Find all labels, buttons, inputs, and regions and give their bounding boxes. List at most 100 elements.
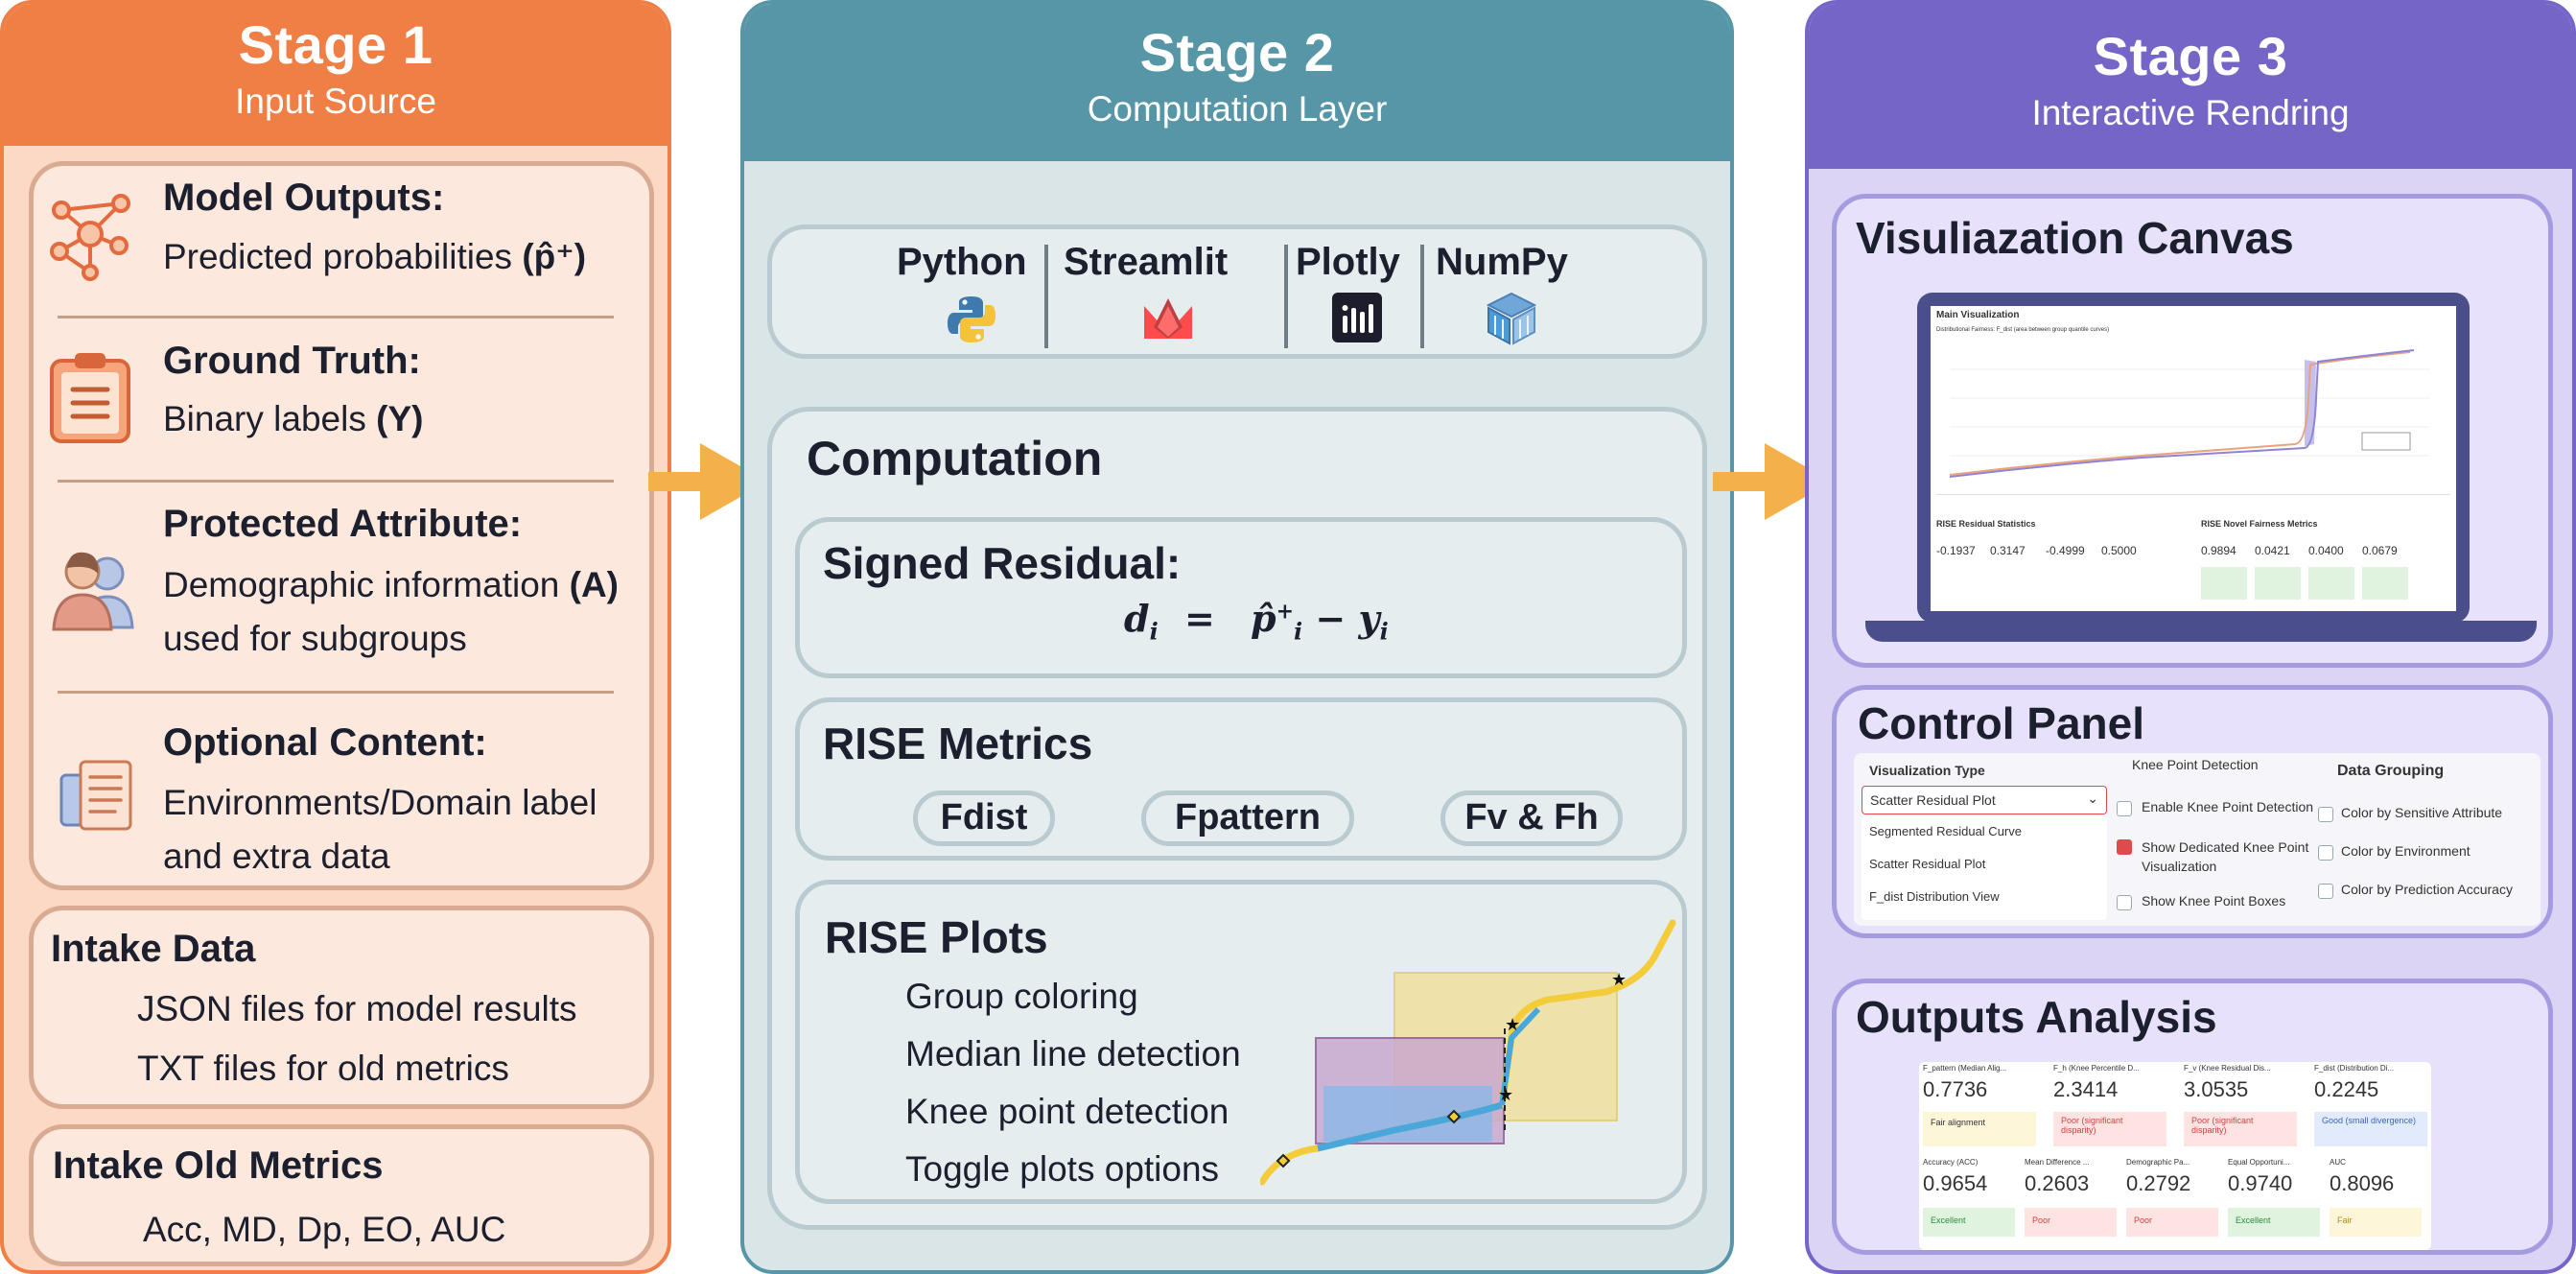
laptop-screen: Main Visualization Distributional Fairne…: [1917, 293, 2470, 623]
intake-data-line1: JSON files for model results: [137, 989, 577, 1028]
group-option: Color by Environment: [2341, 843, 2471, 859]
fair-value: 0.0421: [2255, 544, 2290, 557]
divider: [1284, 245, 1288, 348]
knee-point-label: Knee Point Detection: [2132, 757, 2259, 772]
stats-title: RISE Residual Statistics: [1936, 519, 2036, 529]
status-badge: [2362, 567, 2408, 600]
metric-value: 0.7736: [1923, 1077, 1988, 1101]
stat-value: -0.1937: [1936, 544, 1976, 557]
main-visualization-title: Main Visualization: [1936, 310, 2020, 320]
outputs-screenshot: F_pattern (Median Alig... 0.7736 Fair al…: [1919, 1062, 2431, 1250]
optional-content-title: Optional Content:: [163, 721, 487, 764]
rise-metrics-title: RISE Metrics: [823, 719, 1093, 768]
stage1-title: Stage 1: [238, 14, 433, 75]
divider: [58, 691, 614, 694]
intake-data-line2: TXT files for old metrics: [137, 1049, 509, 1088]
rise-plots-card: RISE Plots Group coloring Median line de…: [795, 880, 1687, 1204]
divider: [1044, 245, 1048, 348]
metric-label: F_v (Knee Residual Dis...: [2184, 1064, 2271, 1073]
library-numpy: NumPy: [1436, 241, 1568, 283]
document-icon: [58, 758, 138, 835]
data-grouping-label: Data Grouping: [2337, 763, 2445, 779]
knee-enable-checkbox[interactable]: [2117, 801, 2132, 816]
ground-truth-symbol: (Y): [376, 399, 424, 438]
knee-option: Show Knee Point Boxes: [2142, 893, 2286, 908]
metric-badge: Excellent: [1923, 1208, 2015, 1237]
protected-attribute-title: Protected Attribute:: [163, 503, 523, 545]
vis-type-dropdown: Segmented Residual Curve Scatter Residua…: [1862, 816, 2107, 920]
metric-value: 0.9740: [2228, 1171, 2293, 1195]
ground-truth-line: Binary labels: [163, 399, 366, 438]
metric-badge: Poor (significant disparity): [2053, 1112, 2166, 1146]
laptop-base: [1865, 621, 2537, 642]
status-badge: [2255, 567, 2301, 600]
control-panel-title: Control Panel: [1858, 698, 2145, 748]
metric-pill-fv-fh: Fv & Fh: [1440, 790, 1623, 846]
fdist-chart: [1950, 341, 2439, 484]
knee-boxes-checkbox[interactable]: [2117, 895, 2132, 910]
metric-pill-fpattern: Fpattern: [1141, 790, 1354, 846]
metric-value: 0.8096: [2330, 1171, 2395, 1195]
stat-value: -0.4999: [2046, 544, 2085, 557]
metric-label: F_h (Knee Percentile D...: [2053, 1064, 2140, 1073]
library-python: Python: [897, 241, 1027, 283]
formula-sup-plus: +: [1276, 599, 1295, 625]
fair-value: 0.9894: [2201, 544, 2236, 557]
ground-truth-desc: Binary labels (Y): [163, 399, 423, 439]
python-icon: [945, 293, 998, 346]
intake-data-title: Intake Data: [51, 928, 256, 970]
computation-title: Computation: [807, 432, 1103, 485]
svg-text:★: ★: [1611, 970, 1627, 990]
group-checkbox[interactable]: [2318, 807, 2333, 822]
knee-option: Enable Knee Point Detection: [2142, 799, 2314, 814]
stage3-subtitle: Interactive Rendring: [2031, 93, 2350, 132]
plotly-icon: [1332, 293, 1382, 342]
arrow-right-icon: [648, 441, 767, 522]
knee-plot-illustration: ★ ★ ★: [1258, 904, 1682, 1191]
vis-option[interactable]: Segmented Residual Curve: [1869, 824, 2022, 838]
rise-plots-title: RISE Plots: [825, 912, 1048, 962]
vis-type-select[interactable]: Scatter Residual Plot ⌄: [1862, 786, 2107, 814]
stage1-subtitle: Input Source: [235, 82, 436, 121]
formula-sub-i: i: [1149, 617, 1159, 646]
stage3-panel: Stage 3 Interactive Rendring Visuliazati…: [1805, 0, 2576, 1274]
signed-residual-title: Signed Residual:: [823, 538, 1182, 588]
formula-y: y: [1358, 597, 1380, 640]
stat-value: 0.3147: [1990, 544, 2026, 557]
protected-attribute-desc: Demographic information (A): [163, 565, 619, 605]
outputs-analysis-title: Outputs Analysis: [1856, 992, 2217, 1042]
model-outputs-line: Predicted probabilities: [163, 237, 513, 276]
metric-badge: Poor: [2025, 1208, 2117, 1237]
metric-badge: Poor (significant disparity): [2184, 1112, 2297, 1146]
group-checkbox[interactable]: [2318, 884, 2333, 899]
formula-p: p̂: [1251, 597, 1276, 640]
fair-value: 0.0679: [2362, 544, 2398, 557]
streamlit-icon: [1140, 296, 1196, 342]
fair-value: 0.0400: [2308, 544, 2344, 557]
metric-badge: Poor: [2126, 1208, 2218, 1237]
metric-pill-fdist: Fdist: [913, 790, 1055, 846]
metric-value: 0.2603: [2025, 1171, 2090, 1195]
status-badge: [2201, 567, 2247, 600]
fair-title: RISE Novel Fairness Metrics: [2201, 519, 2318, 529]
chevron-down-icon: ⌄: [2087, 790, 2098, 806]
intake-old-metrics-title: Intake Old Metrics: [53, 1144, 384, 1187]
model-outputs-symbol: (p̂⁺): [522, 237, 587, 276]
knee-visualization-checkbox[interactable]: [2117, 839, 2132, 855]
optional-content-line1: Environments/Domain label: [163, 783, 597, 822]
stage1-header: [4, 4, 667, 146]
group-checkbox[interactable]: [2318, 845, 2333, 861]
metric-label: AUC: [2330, 1158, 2346, 1167]
formula-minus: −: [1315, 597, 1347, 640]
metric-label: F_pattern (Median Alig...: [1923, 1064, 2007, 1073]
vis-option[interactable]: Scatter Residual Plot: [1869, 857, 1986, 871]
formula-sub-i: i: [1294, 617, 1303, 646]
metric-label: Accuracy (ACC): [1923, 1158, 1979, 1167]
model-outputs-title: Model Outputs:: [163, 177, 445, 219]
vis-option[interactable]: F_dist Distribution View: [1869, 889, 2000, 904]
vis-type-label: Visualization Type: [1869, 763, 1985, 778]
stat-value: 0.5000: [2101, 544, 2137, 557]
protected-attribute-line2: used for subgroups: [163, 619, 467, 658]
stage2-subtitle: Computation Layer: [1087, 89, 1388, 129]
plot-option-knee-point: Knee point detection: [905, 1092, 1229, 1131]
